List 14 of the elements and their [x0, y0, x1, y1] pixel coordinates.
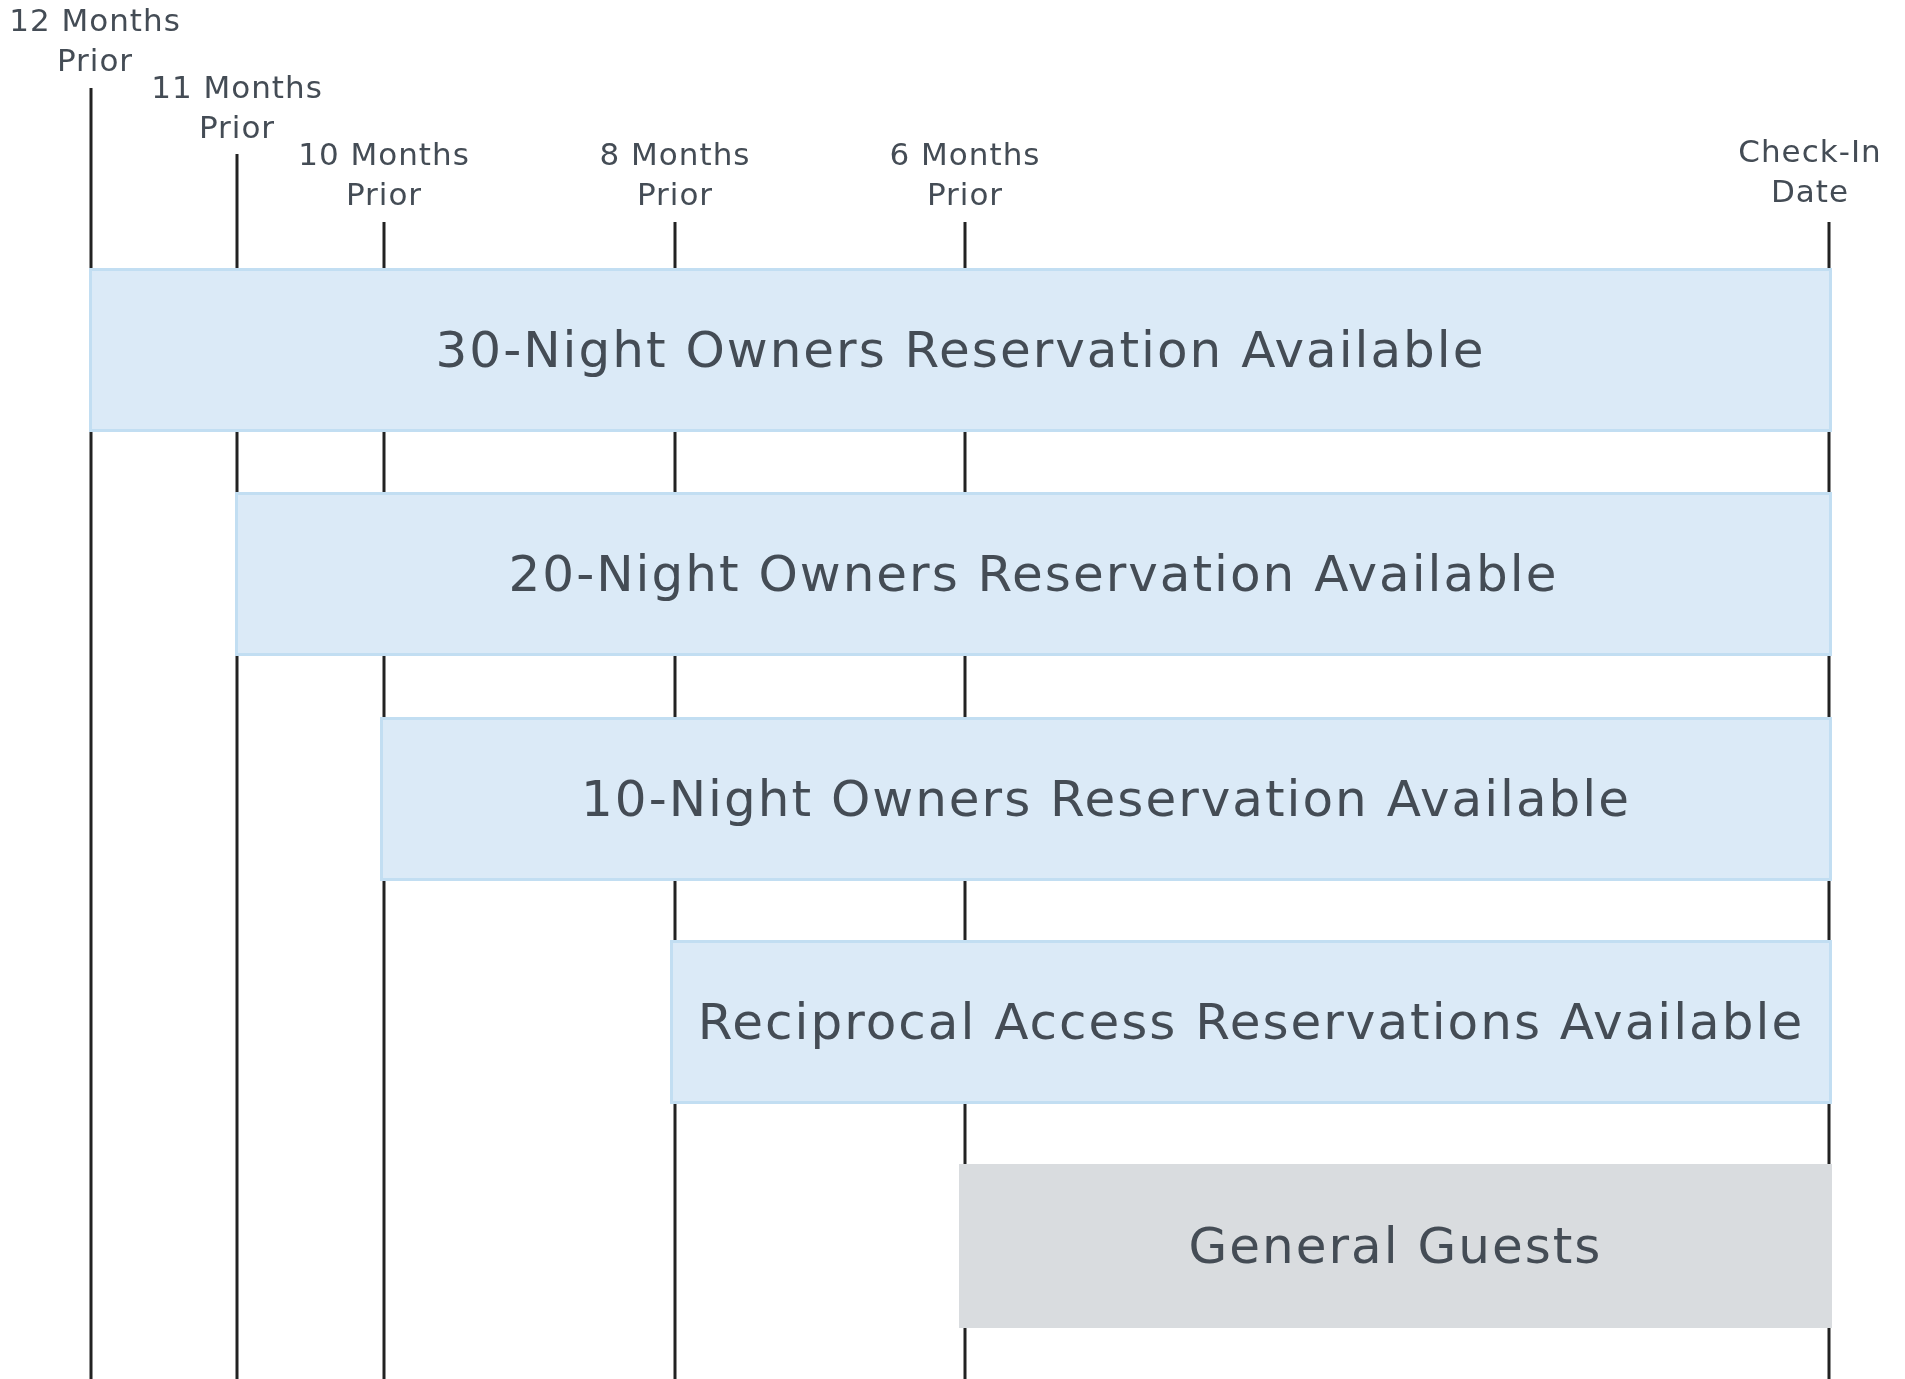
timeline-label: Check-In Date [1737, 132, 1883, 211]
timeline-bar [670, 940, 1832, 1104]
timeline-label: 10 Months Prior [297, 135, 471, 214]
bar-label: 30-Night Owners Reservation Available [435, 321, 1486, 379]
timeline-label: 8 Months Prior [598, 135, 752, 214]
timeline-bar [959, 1164, 1832, 1328]
timeline-label: 6 Months Prior [888, 135, 1042, 214]
timeline-bar [380, 717, 1832, 881]
bar-label: 10-Night Owners Reservation Available [581, 770, 1631, 828]
bar-label: Reciprocal Access Reservations Available [697, 993, 1805, 1051]
bar-label: 20-Night Owners Reservation Available [508, 545, 1559, 603]
timeline-bar [89, 268, 1832, 432]
bar-label: General Guests [1188, 1217, 1603, 1275]
timeline-bar [235, 492, 1832, 656]
